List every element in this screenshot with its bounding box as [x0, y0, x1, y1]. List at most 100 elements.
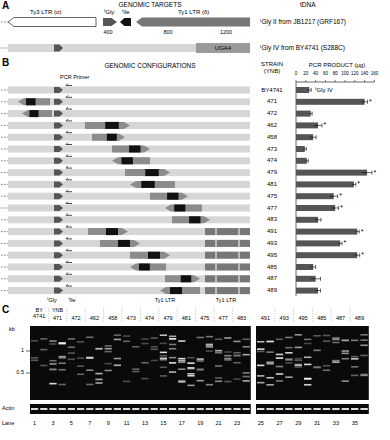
- insertion-segment: [129, 146, 140, 153]
- ltr-gap: [216, 240, 217, 247]
- lane-divider: [214, 308, 215, 323]
- gel-band: [360, 344, 367, 346]
- gel-band: [224, 355, 231, 357]
- gel-band: [351, 375, 358, 377]
- insertion-segment: [148, 252, 160, 259]
- gel-band: [77, 357, 84, 359]
- genomic-track: [8, 44, 250, 52]
- label: 473: [127, 315, 136, 321]
- insertion-segment: [30, 110, 39, 117]
- gel-band: [266, 340, 273, 342]
- label: 475: [200, 315, 209, 321]
- gel-band: [360, 355, 367, 357]
- gel-band: [169, 338, 176, 340]
- genomic-track: [8, 157, 250, 164]
- label: 489: [267, 287, 277, 294]
- gel-band: [243, 338, 250, 340]
- track-stub: [1, 172, 8, 173]
- lane-divider: [350, 308, 351, 323]
- gel-band: [86, 384, 93, 386]
- gel-band: [257, 375, 264, 377]
- actin-band: [160, 408, 167, 410]
- actin-band: [323, 408, 330, 410]
- label: 462: [90, 315, 99, 321]
- label: 485: [317, 315, 326, 321]
- gel-band: [266, 377, 273, 379]
- gel-band: [285, 376, 292, 378]
- kb-tick: [26, 373, 30, 374]
- gel-band: [95, 348, 102, 350]
- actin-band: [114, 408, 121, 410]
- error-cap: [371, 171, 372, 175]
- label: 491: [261, 315, 270, 321]
- gel-band: [49, 368, 56, 370]
- label: 15: [160, 420, 166, 426]
- tgly-arrow: [54, 87, 63, 93]
- label: 5: [70, 420, 73, 426]
- insertion-arrow: [18, 98, 50, 105]
- error-cap: [320, 289, 321, 293]
- ltr-gap: [216, 228, 217, 235]
- error-bar: [303, 149, 306, 150]
- gel-band: [169, 371, 176, 373]
- gel-band: [243, 354, 250, 356]
- gel-band: [233, 362, 240, 364]
- gel-band: [169, 338, 176, 340]
- gel-band: [276, 357, 283, 359]
- label: 800: [163, 29, 172, 35]
- track-stub: [1, 125, 8, 126]
- genomic-track: [8, 264, 250, 271]
- insertion-arrow: [92, 134, 125, 141]
- gel-band: [304, 378, 311, 380]
- error-bar: [307, 90, 311, 91]
- gel-band: [197, 337, 204, 339]
- genomic-track: [8, 98, 250, 105]
- error-bar: [310, 137, 316, 138]
- ty1-ltr-block: [205, 252, 250, 259]
- tgly-arrow: [54, 45, 63, 52]
- gel-band: [243, 376, 250, 378]
- label: 1200: [220, 29, 232, 35]
- tgly-arrow: [103, 18, 117, 26]
- gel-band: [187, 373, 194, 375]
- gel-band: [49, 383, 56, 385]
- gel-band: [151, 349, 158, 351]
- error-cap: [338, 206, 339, 210]
- gel-band: [151, 346, 158, 348]
- gel-band: [233, 378, 240, 380]
- insertion-arrow: [112, 157, 150, 164]
- label: 483: [267, 216, 277, 223]
- track-stub: [1, 278, 8, 279]
- error-bar: [352, 184, 356, 185]
- label: ᵗIle: [122, 9, 130, 16]
- gel-band: [276, 339, 283, 341]
- label: 458: [267, 134, 277, 141]
- error-cap: [367, 100, 368, 104]
- tgly-arrow: [54, 288, 63, 294]
- actin-band: [105, 408, 112, 410]
- genomic-track: [8, 216, 250, 223]
- track-stub: [1, 196, 8, 197]
- ltr-gap: [216, 252, 217, 259]
- bar: [296, 252, 357, 258]
- significance-mark: *: [357, 180, 360, 188]
- actin-band: [151, 408, 158, 410]
- axis-tick: [296, 80, 297, 82]
- tgly-arrow: [54, 276, 63, 282]
- gel-band: [141, 338, 148, 340]
- track-stub: [1, 255, 8, 256]
- ty1-ltr-block: [205, 287, 250, 294]
- genomic-track: [8, 252, 250, 259]
- gel-band: [105, 370, 112, 372]
- tgly-arrow: [54, 111, 63, 117]
- error-cap: [359, 230, 360, 234]
- gel-band: [243, 346, 250, 348]
- gel-band: [49, 343, 56, 345]
- gel-band: [295, 360, 302, 362]
- genomic-track: [8, 122, 250, 129]
- axis-tick: [305, 80, 306, 82]
- lane-divider: [312, 308, 313, 323]
- error-bar: [330, 196, 338, 197]
- bar: [296, 264, 313, 270]
- track-stub: [1, 160, 8, 161]
